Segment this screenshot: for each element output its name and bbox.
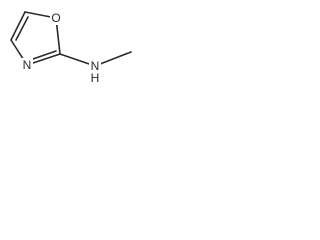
amine-hydrogen-label: H <box>91 71 100 85</box>
amine-nitrogen-label: N <box>91 59 100 73</box>
oxazole-amine-structure: O N N H <box>10 11 132 85</box>
amine-label-bg <box>89 59 101 84</box>
bond-c5-c4 <box>10 11 26 41</box>
bond-c5-c4-double <box>15 16 29 41</box>
bond-n3-c2-double <box>29 50 57 61</box>
oxygen-label: O <box>51 11 60 25</box>
ring-nitrogen-label-bg <box>21 58 33 72</box>
oxygen-label-bg <box>50 11 62 25</box>
ring-nitrogen-label: N <box>23 58 32 72</box>
